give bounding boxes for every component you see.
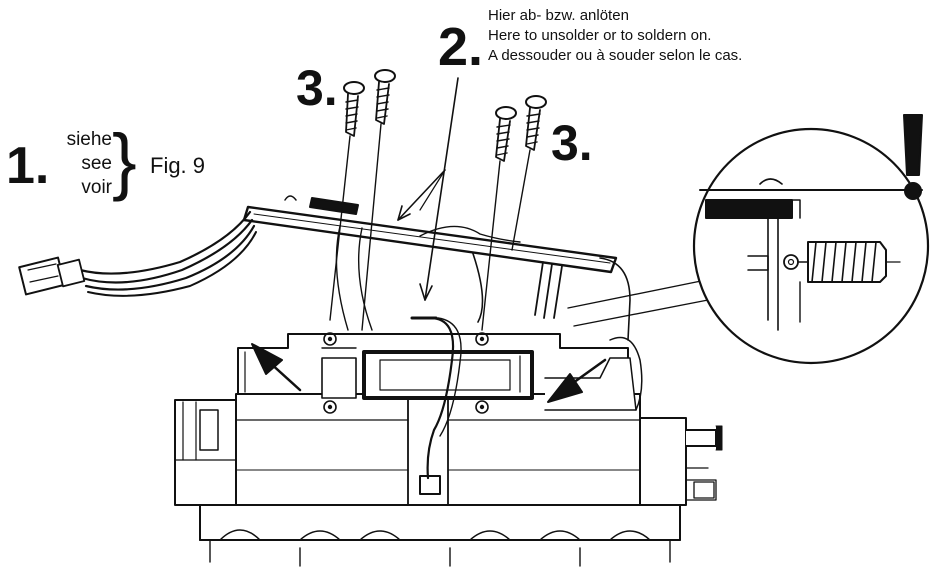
figure-reference: Fig. 9	[150, 153, 206, 178]
screw-left-2	[361, 69, 396, 331]
step-1-word-fr: voir	[81, 177, 112, 198]
step-3-number-left: 3.	[296, 60, 338, 116]
step-2-instructions: Hier ab- bzw. anlöten Here to unsolder o…	[488, 6, 742, 66]
warning-exclamation-icon	[903, 114, 923, 200]
step-1-number: 1.	[6, 137, 50, 195]
step-2-line-de: Hier ab- bzw. anlöten	[488, 7, 629, 24]
screw-left-1	[329, 81, 365, 321]
step-1-brace: }	[112, 119, 137, 202]
wire-harness	[18, 210, 257, 297]
screw-right-1	[481, 106, 517, 331]
step-3-number-right: 3.	[551, 115, 593, 171]
circuit-board	[242, 169, 631, 341]
screws	[329, 69, 547, 331]
chassis	[174, 332, 723, 567]
pointer-arrows	[251, 77, 607, 403]
step-1-word-en: see	[81, 153, 112, 174]
step-2-line-en: Here to unsolder or to soldern on.	[488, 27, 712, 44]
step-2-number: 2.	[438, 17, 484, 77]
wires	[426, 244, 484, 480]
step-1-words: siehe see voir	[54, 128, 112, 200]
step-2-line-fr: A dessouder ou à souder selon le cas.	[488, 47, 743, 64]
step-1-word-de: siehe	[66, 129, 112, 150]
screw-right-2	[511, 95, 547, 251]
detail-magnifier	[567, 127, 930, 365]
